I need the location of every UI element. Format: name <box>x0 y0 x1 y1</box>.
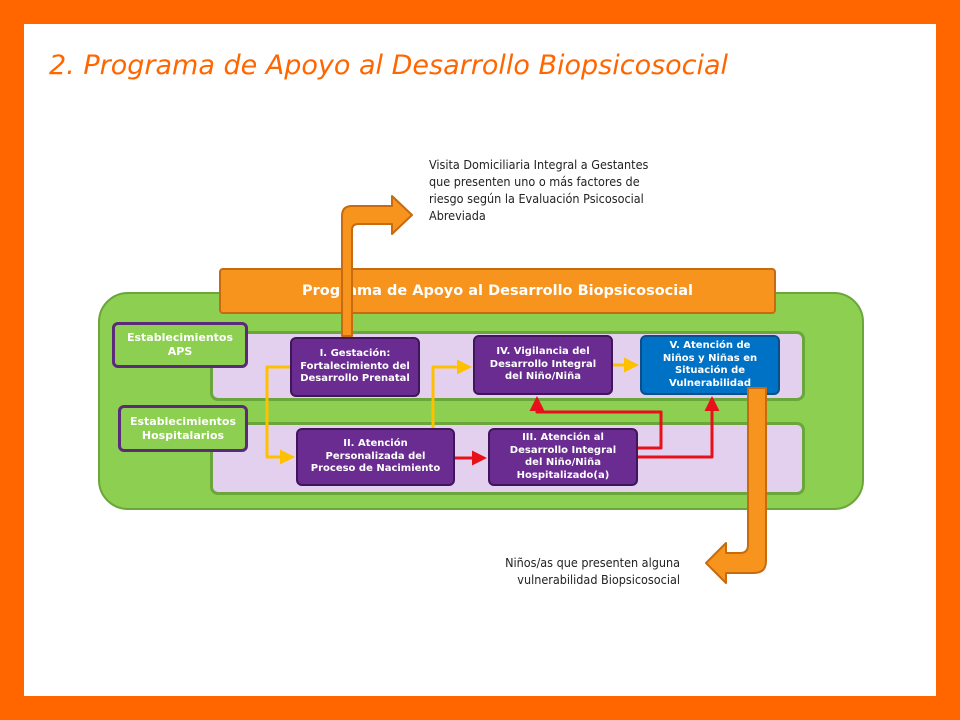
step-3-hospitalized-care: III. Atención al Desarrollo Integral del… <box>488 428 638 486</box>
step-2-birth-care: II. Atención Personalizada del Proceso d… <box>296 428 455 486</box>
home-visit-arrow <box>341 195 413 337</box>
step-1-gestation: I. Gestación: Fortalecimiento del Desarr… <box>290 337 420 397</box>
connector-step3-to-step4 <box>529 396 663 450</box>
annotation-vulnerability: Niños/as que presenten alguna vulnerabil… <box>505 555 680 587</box>
program-banner: Programa de Apoyo al Desarrollo Biopsico… <box>219 268 776 314</box>
connector-step2-to-step4 <box>431 359 472 428</box>
slide-title: 2. Programa de Apoyo al Desarrollo Biops… <box>49 50 729 81</box>
establishment-hospital-label: Establecimientos Hospitalarios <box>118 405 248 452</box>
vulnerability-referral-arrow <box>705 387 767 584</box>
annotation-home-visit: Visita Domiciliaria Integral a Gestantes… <box>429 157 649 223</box>
establishment-aps-label: Establecimientos APS <box>112 322 248 368</box>
connector-step1-to-step2 <box>265 365 295 465</box>
connector-step3-to-step5 <box>638 396 720 459</box>
step-4-development-monitoring: IV. Vigilancia del Desarrollo Integral d… <box>473 335 613 395</box>
step-5-vulnerability-care: V. Atención de Niños y Niñas en Situació… <box>640 335 780 395</box>
